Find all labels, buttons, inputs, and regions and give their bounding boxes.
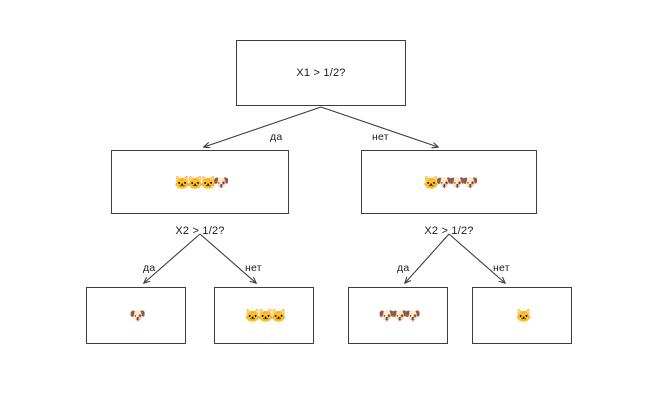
edge-label-right-yes: да xyxy=(397,262,410,274)
dog-icon: 🐶 xyxy=(449,174,466,190)
edge-root-to-left xyxy=(204,106,322,147)
cat-icon: 🐱 xyxy=(515,308,532,323)
edge-label-root-no: нет xyxy=(372,131,389,143)
edge-label-right-no: нет xyxy=(493,262,510,274)
edge-label-left-no: нет xyxy=(245,262,262,274)
node-leaf-2[interactable]: 🐱🐱🐱 xyxy=(214,287,314,344)
node-right-branch-items: 🐱🐶🐶🐶 xyxy=(423,174,479,190)
node-leaf-1[interactable]: 🐶 xyxy=(86,287,186,344)
dog-icon: 🐶 xyxy=(436,174,453,190)
cat-icon: 🐱 xyxy=(244,308,261,323)
node-leaf-2-items: 🐱🐱🐱 xyxy=(244,308,287,323)
node-leaf-3-items: 🐶🐶🐶 xyxy=(378,308,421,323)
node-left-branch[interactable]: 🐱🐱🐱🐶 xyxy=(111,150,289,214)
cat-icon: 🐱 xyxy=(423,174,440,190)
edge-label-root-yes: да xyxy=(270,131,283,143)
edge-left-to-leaf2 xyxy=(199,233,256,283)
dog-icon: 🐶 xyxy=(404,308,421,323)
cat-icon: 🐱 xyxy=(257,308,274,323)
split-label-left: X2 > 1/2? xyxy=(175,225,225,237)
split-label-right: X2 > 1/2? xyxy=(424,225,474,237)
dog-icon: 🐶 xyxy=(391,308,408,323)
edge-right-to-leaf4 xyxy=(448,233,505,283)
cat-icon: 🐱 xyxy=(174,174,191,190)
dog-icon: 🐶 xyxy=(378,308,395,323)
node-right-branch[interactable]: 🐱🐶🐶🐶 xyxy=(361,150,537,214)
edge-right-to-leaf3 xyxy=(405,233,450,283)
edge-label-left-yes: да xyxy=(143,262,156,274)
cat-icon: 🐱 xyxy=(270,308,287,323)
cat-icon: 🐱 xyxy=(200,174,217,190)
dog-icon: 🐶 xyxy=(129,308,146,323)
node-leaf-1-items: 🐶 xyxy=(129,308,146,323)
edge-left-to-leaf1 xyxy=(144,233,201,283)
node-root-label: X1 > 1/2? xyxy=(296,67,346,79)
dog-icon: 🐶 xyxy=(462,174,479,190)
cat-icon: 🐱 xyxy=(187,174,204,190)
node-leaf-4-items: 🐱 xyxy=(515,308,532,323)
node-leaf-4[interactable]: 🐱 xyxy=(472,287,572,344)
dog-icon: 🐶 xyxy=(213,174,230,190)
node-left-branch-items: 🐱🐱🐱🐶 xyxy=(174,174,230,190)
node-leaf-3[interactable]: 🐶🐶🐶 xyxy=(348,287,448,344)
node-root[interactable]: X1 > 1/2? xyxy=(236,40,406,106)
